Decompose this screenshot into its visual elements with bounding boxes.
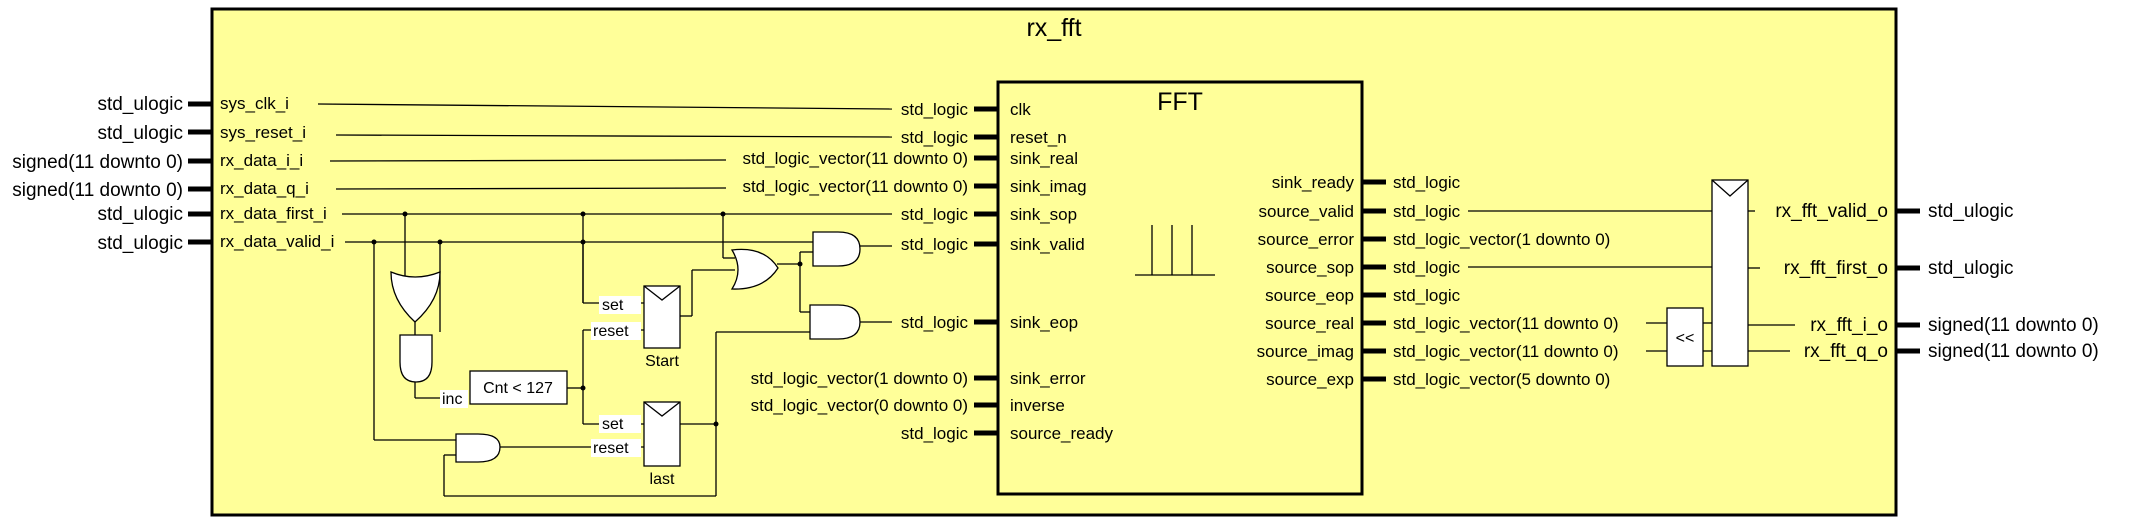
fft-output-type: std_logic	[1393, 286, 1461, 305]
or-gate-valid	[730, 248, 779, 290]
output-type: signed(11 downto 0)	[1928, 341, 2099, 362]
fft-input-name: inverse	[1010, 396, 1065, 415]
output-type: signed(11 downto 0)	[1928, 315, 2099, 336]
last-ff-label: last	[650, 471, 675, 488]
fft-input-type: std_logic_vector(0 downto 0)	[751, 396, 968, 415]
counter-inc-label: inc	[442, 391, 462, 408]
fft-output-name: source_valid	[1259, 202, 1354, 221]
fft-output-type: std_logic_vector(5 downto 0)	[1393, 370, 1610, 389]
entity-output-ports	[1896, 208, 1920, 354]
last-ff-reset-label: reset	[593, 440, 629, 457]
fft-input-type: std_logic	[901, 100, 969, 119]
input-port-name: rx_data_q_i	[220, 179, 309, 198]
output-register	[1711, 179, 1749, 367]
fft-output-type: std_logic	[1393, 173, 1461, 192]
fft-output-name: source_exp	[1266, 370, 1354, 389]
start-ff-label: Start	[645, 353, 679, 370]
shift-box	[1666, 307, 1704, 367]
start-flipflop-clock-icon	[643, 285, 681, 301]
output-port-name: rx_fft_first_o	[1784, 258, 1888, 279]
fft-input-type: std_logic_vector(11 downto 0)	[742, 177, 968, 196]
fft-input-name: sink_error	[1010, 369, 1086, 388]
last-flipflop	[643, 401, 681, 467]
fft-title: FFT	[1157, 88, 1203, 116]
shift-label: <<	[1676, 330, 1695, 347]
fft-output-type: std_logic	[1393, 202, 1461, 221]
fft-input-type: std_logic_vector(11 downto 0)	[742, 149, 968, 168]
fft-output-type: std_logic_vector(11 downto 0)	[1393, 314, 1619, 333]
input-port-name: sys_clk_i	[220, 94, 289, 113]
entity-input-ports	[188, 101, 212, 245]
fft-output-name: source_imag	[1257, 342, 1354, 361]
and-gate-left	[399, 334, 433, 383]
fft-input-name: sink_valid	[1010, 235, 1085, 254]
counter-box	[469, 370, 568, 405]
input-port-name: rx_data_valid_i	[220, 232, 334, 251]
output-port-name: rx_fft_valid_o	[1775, 201, 1888, 222]
input-port-name: rx_data_i_i	[220, 151, 303, 170]
start-flipflop	[643, 285, 681, 349]
start-ff-reset-label: reset	[593, 323, 629, 340]
output-port-name: rx_fft_i_o	[1810, 315, 1888, 336]
input-port-name: sys_reset_i	[220, 123, 306, 142]
input-port-name: rx_data_first_i	[220, 204, 327, 223]
fft-output-name: source_eop	[1265, 286, 1354, 305]
input-type: std_ulogic	[97, 123, 183, 144]
fft-input-stubs	[974, 106, 998, 436]
or-gate-left	[390, 271, 441, 323]
fft-input-name: reset_n	[1010, 128, 1067, 147]
output-type: std_ulogic	[1928, 258, 2014, 279]
fft-input-type: std_logic	[901, 205, 969, 224]
input-type: signed(11 downto 0)	[12, 180, 183, 201]
fft-output-name: source_sop	[1266, 258, 1354, 277]
fft-output-name: sink_ready	[1272, 173, 1355, 192]
and-gate-sink-valid	[812, 231, 861, 267]
fft-input-name: source_ready	[1010, 424, 1114, 443]
fft-input-name: sink_sop	[1010, 205, 1077, 224]
input-type: std_ulogic	[97, 204, 183, 225]
fft-input-name: sink_real	[1010, 149, 1078, 168]
and-gate-bottom	[455, 433, 501, 463]
fft-box	[996, 80, 1364, 496]
input-type: std_ulogic	[97, 233, 183, 254]
fft-input-type: std_logic	[901, 424, 969, 443]
fft-spectrum-icon	[1135, 225, 1215, 276]
fft-input-type: std_logic	[901, 313, 969, 332]
fft-output-name: source_error	[1258, 230, 1355, 249]
output-port-name: rx_fft_q_o	[1804, 341, 1888, 362]
input-type: signed(11 downto 0)	[12, 152, 183, 173]
fft-input-name: sink_imag	[1010, 177, 1087, 196]
fft-output-type: std_logic	[1393, 258, 1461, 277]
fft-input-type: std_logic	[901, 235, 969, 254]
output-type: std_ulogic	[1928, 201, 2014, 222]
counter-label: Cnt < 127	[483, 380, 553, 397]
fft-input-type: std_logic_vector(1 downto 0)	[751, 369, 968, 388]
fft-input-type: std_logic	[901, 128, 969, 147]
start-ff-set-label: set	[602, 297, 624, 314]
entity-title: rx_fft	[1026, 14, 1081, 42]
wire-junctions	[371, 211, 803, 427]
input-type: std_ulogic	[97, 94, 183, 115]
fft-input-name: clk	[1010, 100, 1031, 119]
last-flipflop-clock-icon	[643, 401, 681, 417]
fft-output-type: std_logic_vector(11 downto 0)	[1393, 342, 1619, 361]
fft-output-type: std_logic_vector(1 downto 0)	[1393, 230, 1610, 249]
fft-output-stubs	[1362, 179, 1386, 382]
output-register-clock-icon	[1711, 179, 1749, 197]
and-gate-sink-eop	[809, 304, 861, 340]
fft-output-name: source_real	[1265, 314, 1354, 333]
last-ff-set-label: set	[602, 416, 624, 433]
fft-input-name: sink_eop	[1010, 313, 1078, 332]
